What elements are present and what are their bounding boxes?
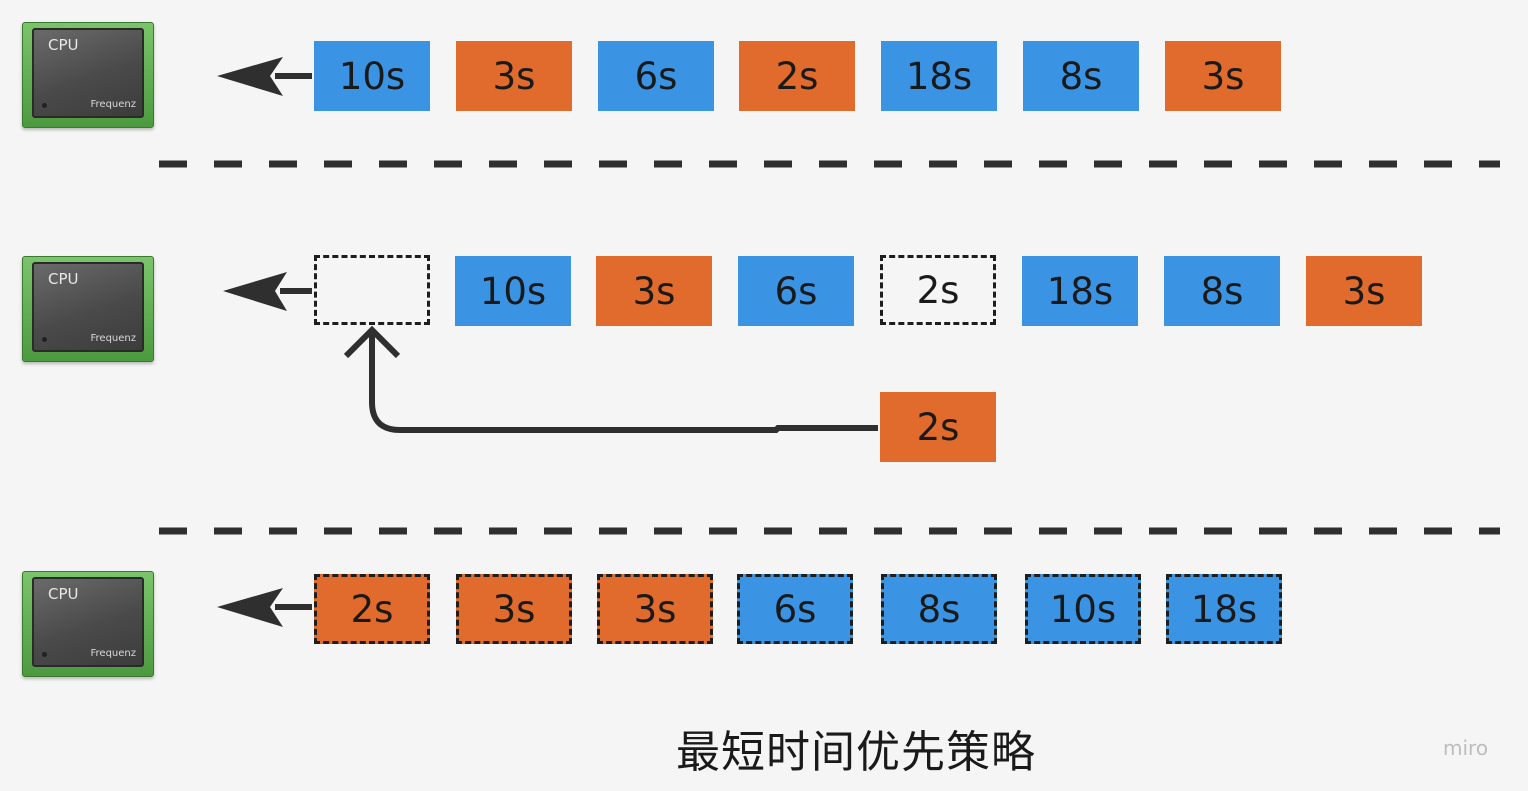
job-box: 6s xyxy=(738,256,854,326)
cpu-icon-row-3: CPU Frequenz xyxy=(22,571,154,677)
miro-watermark: miro xyxy=(1443,736,1489,760)
job-box: 3s xyxy=(596,256,712,326)
job-box: 2s xyxy=(739,41,855,111)
job-box: 3s xyxy=(1165,41,1281,111)
job-box: 3s xyxy=(597,574,713,644)
job-box: 3s xyxy=(456,574,572,644)
arrow-to-cpu-row-1 xyxy=(217,57,312,96)
cpu-icon-row-2: CPU Frequenz xyxy=(22,256,154,362)
job-box: 10s xyxy=(1025,574,1141,644)
job-box: 18s xyxy=(1022,256,1138,326)
moving-job-box: 2s xyxy=(880,392,996,462)
job-box: 10s xyxy=(455,256,571,326)
job-box: 3s xyxy=(456,41,572,111)
cpu-label: CPU xyxy=(48,270,79,288)
job-box: 10s xyxy=(314,41,430,111)
job-box: 2s xyxy=(314,574,430,644)
vacated-job-box: 2s xyxy=(880,255,996,325)
job-box: 8s xyxy=(881,574,997,644)
job-box: 6s xyxy=(598,41,714,111)
cpu-label: CPU xyxy=(48,585,79,603)
job-box: 8s xyxy=(1164,256,1280,326)
job-box: 18s xyxy=(1166,574,1282,644)
cpu-sublabel: Frequenz xyxy=(90,333,137,344)
job-box: 8s xyxy=(1023,41,1139,111)
cpu-sublabel: Frequenz xyxy=(90,99,137,110)
cpu-icon-row-1: CPU Frequenz xyxy=(22,22,154,128)
reorder-arrow xyxy=(343,325,878,433)
empty-slot xyxy=(314,255,430,325)
diagram-caption: 最短时间优先策略 xyxy=(676,727,1036,778)
cpu-sublabel: Frequenz xyxy=(90,648,137,659)
cpu-label: CPU xyxy=(48,36,79,54)
arrow-to-cpu-row-2 xyxy=(223,272,312,311)
job-box: 18s xyxy=(881,41,997,111)
arrow-to-cpu-row-3 xyxy=(217,588,312,627)
job-box: 6s xyxy=(737,574,853,644)
job-box: 3s xyxy=(1306,256,1422,326)
